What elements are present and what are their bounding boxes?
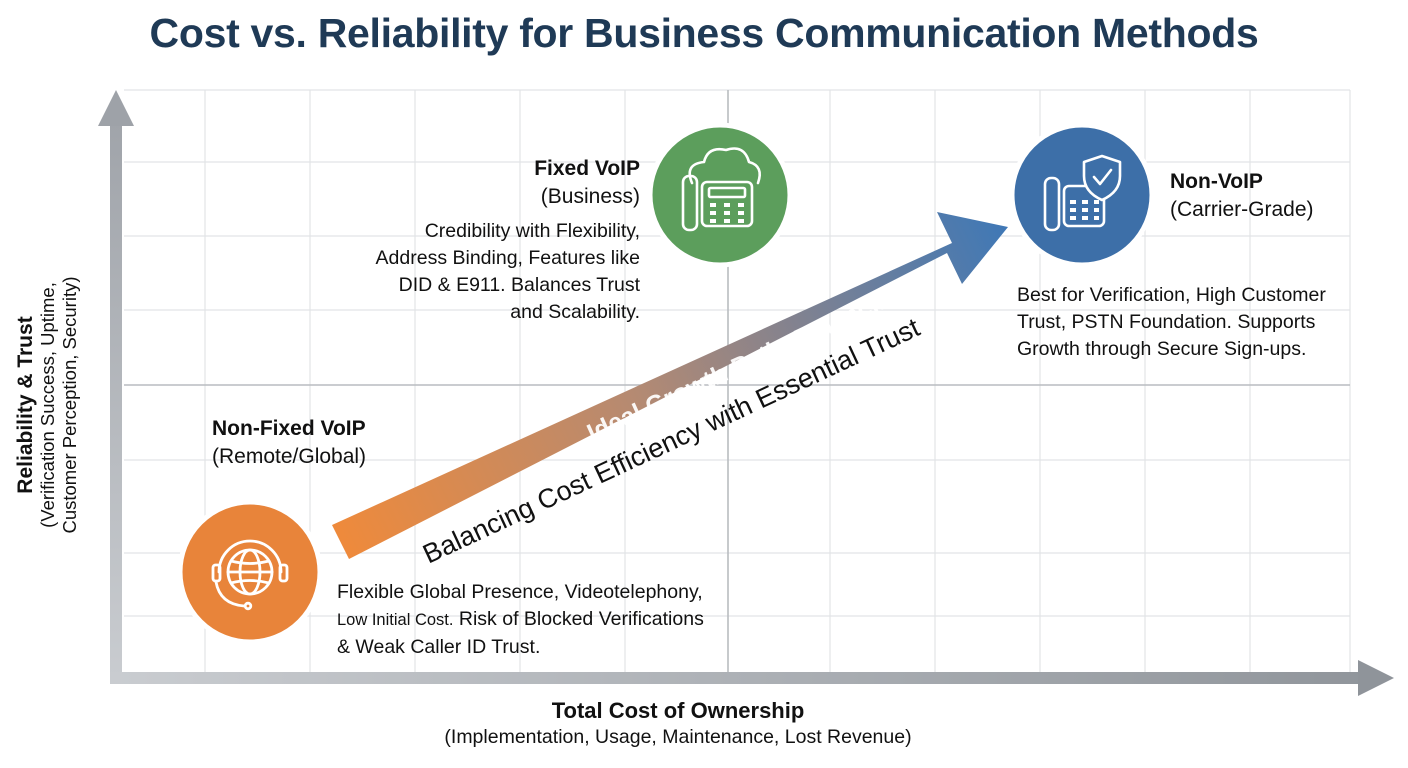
y-axis-subtitle-line2: Customer Perception, Security) <box>59 276 80 534</box>
x-axis <box>110 660 1394 696</box>
y-axis-subtitle-line1: (Verification Success, Uptime, <box>37 282 58 528</box>
y-axis-label: Reliability & Trust (Verification Succes… <box>14 195 105 615</box>
fixed-voip-title: Fixed VoIP <box>534 157 640 180</box>
growth-arrow-label-lower: Balancing Cost Efficiency with Essential… <box>418 312 924 569</box>
x-axis-label: Total Cost of Ownership (Implementation,… <box>378 698 978 750</box>
non-fixed-voip-desc-rest: Risk of Blocked Verifications <box>453 608 704 630</box>
non-fixed-voip-subtitle: (Remote/Global) <box>212 445 367 468</box>
non-voip-title: Non-VoIP <box>1170 170 1263 193</box>
non-voip-desc-line3: Growth through Secure Sign-ups. <box>1017 338 1307 360</box>
fixed-voip-desc-line3: DID & E911. Balances Trust <box>398 274 640 296</box>
non-fixed-voip-desc-line2: Low Initial Cost. Risk of Blocked Verifi… <box>337 606 777 634</box>
non-fixed-voip-desc-line3: & Weak Caller ID Trust. <box>337 636 541 658</box>
x-axis-title: Total Cost of Ownership <box>551 698 805 723</box>
fixed-voip-desc-line4: and Scalability. <box>510 301 640 323</box>
fixed-voip-desc-line2: Address Binding, Features like <box>375 247 640 269</box>
y-axis <box>98 90 134 684</box>
x-axis-subtitle: (Implementation, Usage, Maintenance, Los… <box>444 726 912 748</box>
non-fixed-voip-node <box>177 499 323 645</box>
non-fixed-voip-description: Flexible Global Presence, Videotelephony… <box>337 579 777 661</box>
globe-headset-icon <box>211 539 289 611</box>
non-fixed-voip-desc-line1: Flexible Global Presence, Videotelephony… <box>337 581 703 603</box>
cloud-phone-icon <box>681 147 761 232</box>
growth-arrow <box>332 212 1008 559</box>
non-voip-node <box>1009 122 1155 268</box>
non-voip-desc-line2: Trust, PSTN Foundation. Supports <box>1017 311 1316 333</box>
non-fixed-voip-desc-small: Low Initial Cost. <box>337 611 454 629</box>
fixed-voip-description: Credibility with Flexibility, Address Bi… <box>300 218 640 326</box>
non-voip-desc-line1: Best for Verification, High Customer <box>1017 284 1326 306</box>
chart-title: Cost vs. Reliability for Business Commun… <box>149 10 1259 56</box>
fixed-voip-desc-line1: Credibility with Flexibility, <box>424 220 640 242</box>
non-voip-description: Best for Verification, High Customer Tru… <box>1017 282 1397 363</box>
non-voip-subtitle: (Carrier-Grade) <box>1170 198 1314 221</box>
y-axis-title: Reliability & Trust <box>14 316 37 494</box>
non-fixed-voip-title: Non-Fixed VoIP <box>212 417 366 440</box>
shield-phone-icon <box>1043 154 1122 232</box>
fixed-voip-node <box>647 122 793 268</box>
fixed-voip-subtitle: (Business) <box>540 185 640 208</box>
